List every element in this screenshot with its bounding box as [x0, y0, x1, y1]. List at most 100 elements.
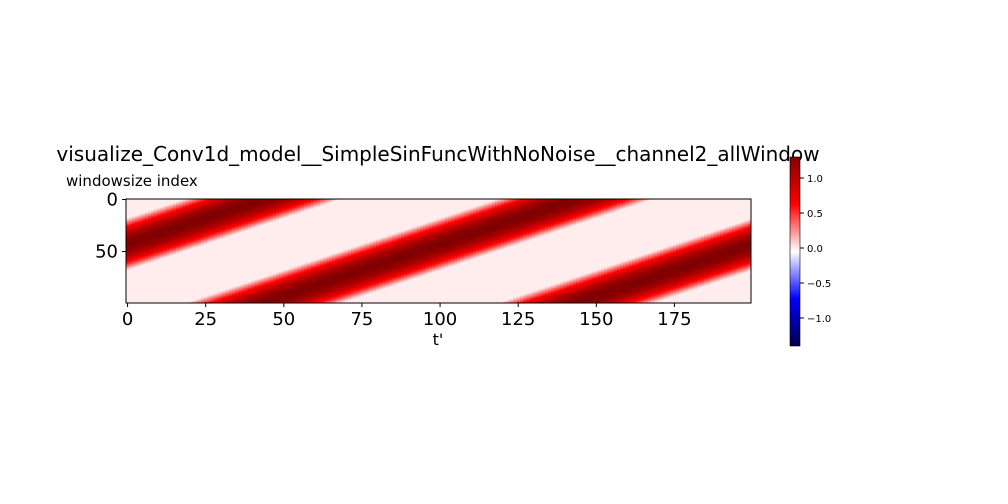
heatmap-cell — [451, 204, 455, 206]
heatmap-cell — [538, 208, 543, 210]
heatmap-cell — [219, 208, 224, 210]
heatmap-cell — [494, 208, 499, 210]
heatmap-cell — [291, 201, 296, 203]
heatmap-cell — [344, 205, 349, 207]
heatmap-cell — [388, 201, 393, 203]
heatmap-cell — [410, 202, 414, 204]
heatmap-cell — [682, 203, 686, 205]
heatmap-cell — [279, 200, 283, 202]
heatmap-cell — [594, 206, 599, 208]
heatmap-cell — [210, 209, 214, 211]
heatmap-cell — [272, 203, 277, 205]
heatmap-cell — [619, 201, 624, 203]
heatmap-cell — [672, 205, 677, 207]
heatmap-cell — [535, 202, 539, 204]
heatmap-cell — [694, 200, 699, 202]
heatmap-cell — [572, 205, 577, 207]
heatmap-cell — [394, 200, 399, 202]
heatmap-cell — [226, 200, 230, 202]
heatmap-cell — [407, 203, 411, 205]
heatmap-cell — [526, 203, 530, 205]
heatmap-cell — [410, 205, 414, 207]
heatmap-cell — [404, 208, 408, 210]
heatmap-cell — [257, 209, 261, 211]
heatmap-cell — [747, 203, 751, 205]
heatmap-cell — [257, 203, 261, 205]
heatmap-cell — [413, 199, 418, 201]
heatmap-cell — [441, 208, 446, 210]
heatmap-cell — [379, 204, 383, 206]
heatmap-cell — [132, 209, 136, 211]
heatmap-cell — [307, 205, 311, 207]
heatmap-cell — [194, 208, 199, 210]
heatmap-cell — [488, 199, 493, 201]
heatmap-cell — [541, 206, 546, 208]
heatmap-cell — [419, 208, 424, 210]
heatmap-cell — [307, 207, 311, 209]
heatmap-cell — [344, 204, 349, 206]
heatmap-cell — [338, 199, 343, 201]
heatmap-cell — [566, 204, 571, 206]
heatmap-cell — [635, 202, 639, 204]
heatmap-cell — [335, 199, 339, 201]
heatmap-cell — [569, 199, 574, 201]
heatmap-cell — [463, 199, 468, 201]
heatmap-cell — [654, 202, 658, 204]
heatmap-cell — [491, 206, 496, 208]
heatmap-cell — [729, 203, 733, 205]
heatmap-cell — [166, 204, 171, 206]
heatmap-cell — [341, 209, 346, 211]
heatmap-cell — [657, 199, 661, 201]
heatmap-cell — [288, 203, 293, 205]
heatmap-cell — [610, 206, 614, 208]
heatmap-cell — [319, 204, 324, 206]
heatmap-cell — [476, 200, 480, 202]
heatmap-cell — [285, 207, 289, 209]
heatmap-cell — [372, 199, 377, 201]
heatmap-cell — [432, 205, 436, 207]
heatmap-cell — [629, 206, 633, 208]
heatmap-cell — [382, 209, 386, 211]
heatmap-cell — [260, 199, 264, 201]
heatmap-cell — [510, 202, 514, 204]
heatmap-cell — [232, 200, 236, 202]
heatmap-cell — [319, 207, 324, 209]
heatmap-cell — [204, 204, 208, 206]
heatmap-cell — [276, 203, 280, 205]
heatmap-cell — [404, 201, 408, 203]
heatmap-cell — [707, 199, 711, 201]
heatmap-cell — [622, 204, 627, 206]
heatmap-cell — [347, 203, 352, 205]
heatmap-cell — [229, 201, 233, 203]
heatmap-cell — [185, 206, 189, 208]
heatmap-cell — [226, 205, 230, 207]
heatmap-cell — [297, 209, 302, 211]
heatmap-cell — [207, 200, 211, 202]
heatmap-cell — [551, 199, 555, 201]
heatmap-cell — [726, 206, 730, 208]
heatmap-cell — [747, 202, 751, 204]
heatmap-cell — [735, 207, 739, 209]
heatmap-cell — [507, 201, 511, 203]
heatmap-cell — [138, 199, 143, 201]
heatmap-cell — [697, 207, 702, 209]
heatmap-cell — [447, 209, 452, 211]
heatmap-cell — [251, 205, 255, 207]
heatmap-cell — [197, 203, 202, 205]
heatmap-cell — [207, 202, 211, 204]
heatmap-cell — [310, 203, 314, 205]
heatmap-cell — [332, 209, 336, 211]
heatmap-cell — [660, 199, 664, 201]
heatmap-cell — [326, 207, 330, 209]
heatmap-cell — [544, 207, 549, 209]
heatmap-cell — [647, 201, 652, 203]
heatmap-cell — [738, 203, 743, 205]
heatmap-cell — [229, 209, 233, 211]
heatmap-cell — [507, 203, 511, 205]
heatmap-cell — [397, 201, 402, 203]
heatmap-cell — [741, 207, 746, 209]
heatmap-cell — [426, 202, 430, 204]
heatmap-cell — [366, 207, 371, 209]
heatmap-cell — [513, 207, 518, 209]
heatmap-cell — [301, 206, 305, 208]
